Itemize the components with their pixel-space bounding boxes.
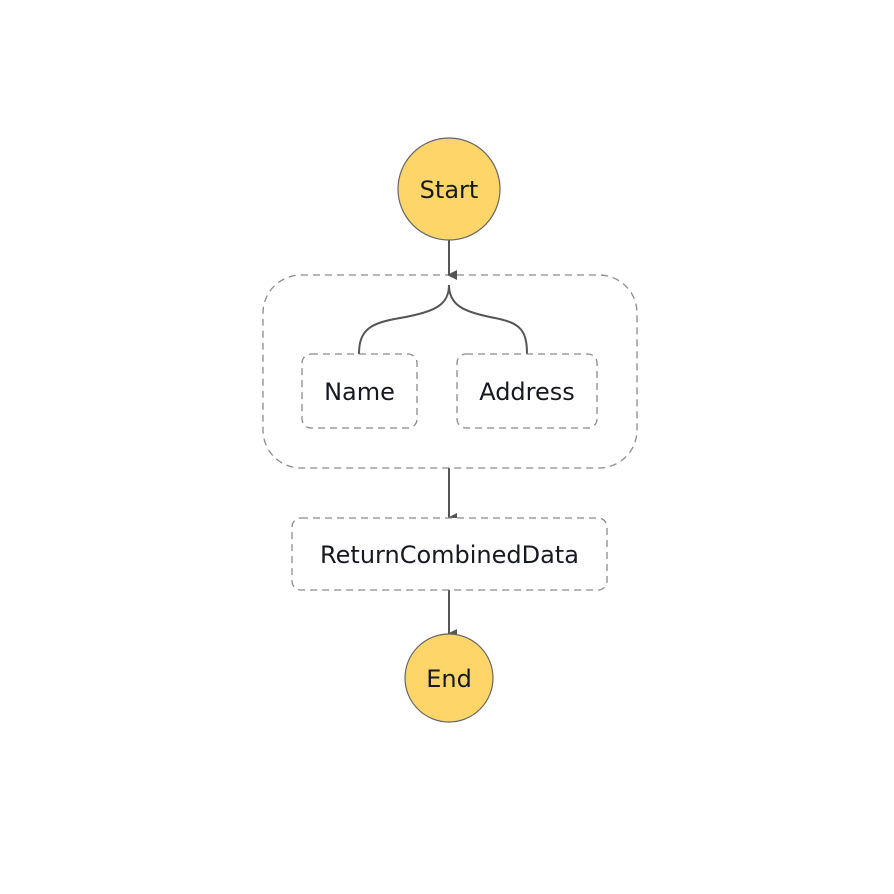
name-task-label: Name [324,378,395,406]
edge-branch-to-address [448,284,528,355]
return-combined-data-label: ReturnCombinedData [320,541,579,569]
name-task-node[interactable]: Name [301,353,418,429]
edge-branch-to-name [358,284,450,355]
return-combined-data-node[interactable]: ReturnCombinedData [291,517,608,591]
start-node-label: Start [420,176,479,204]
address-task-label: Address [479,378,575,406]
end-node-label: End [426,665,472,693]
start-node[interactable]: Start [397,137,501,241]
end-node[interactable]: End [404,633,494,723]
address-task-node[interactable]: Address [456,353,598,429]
